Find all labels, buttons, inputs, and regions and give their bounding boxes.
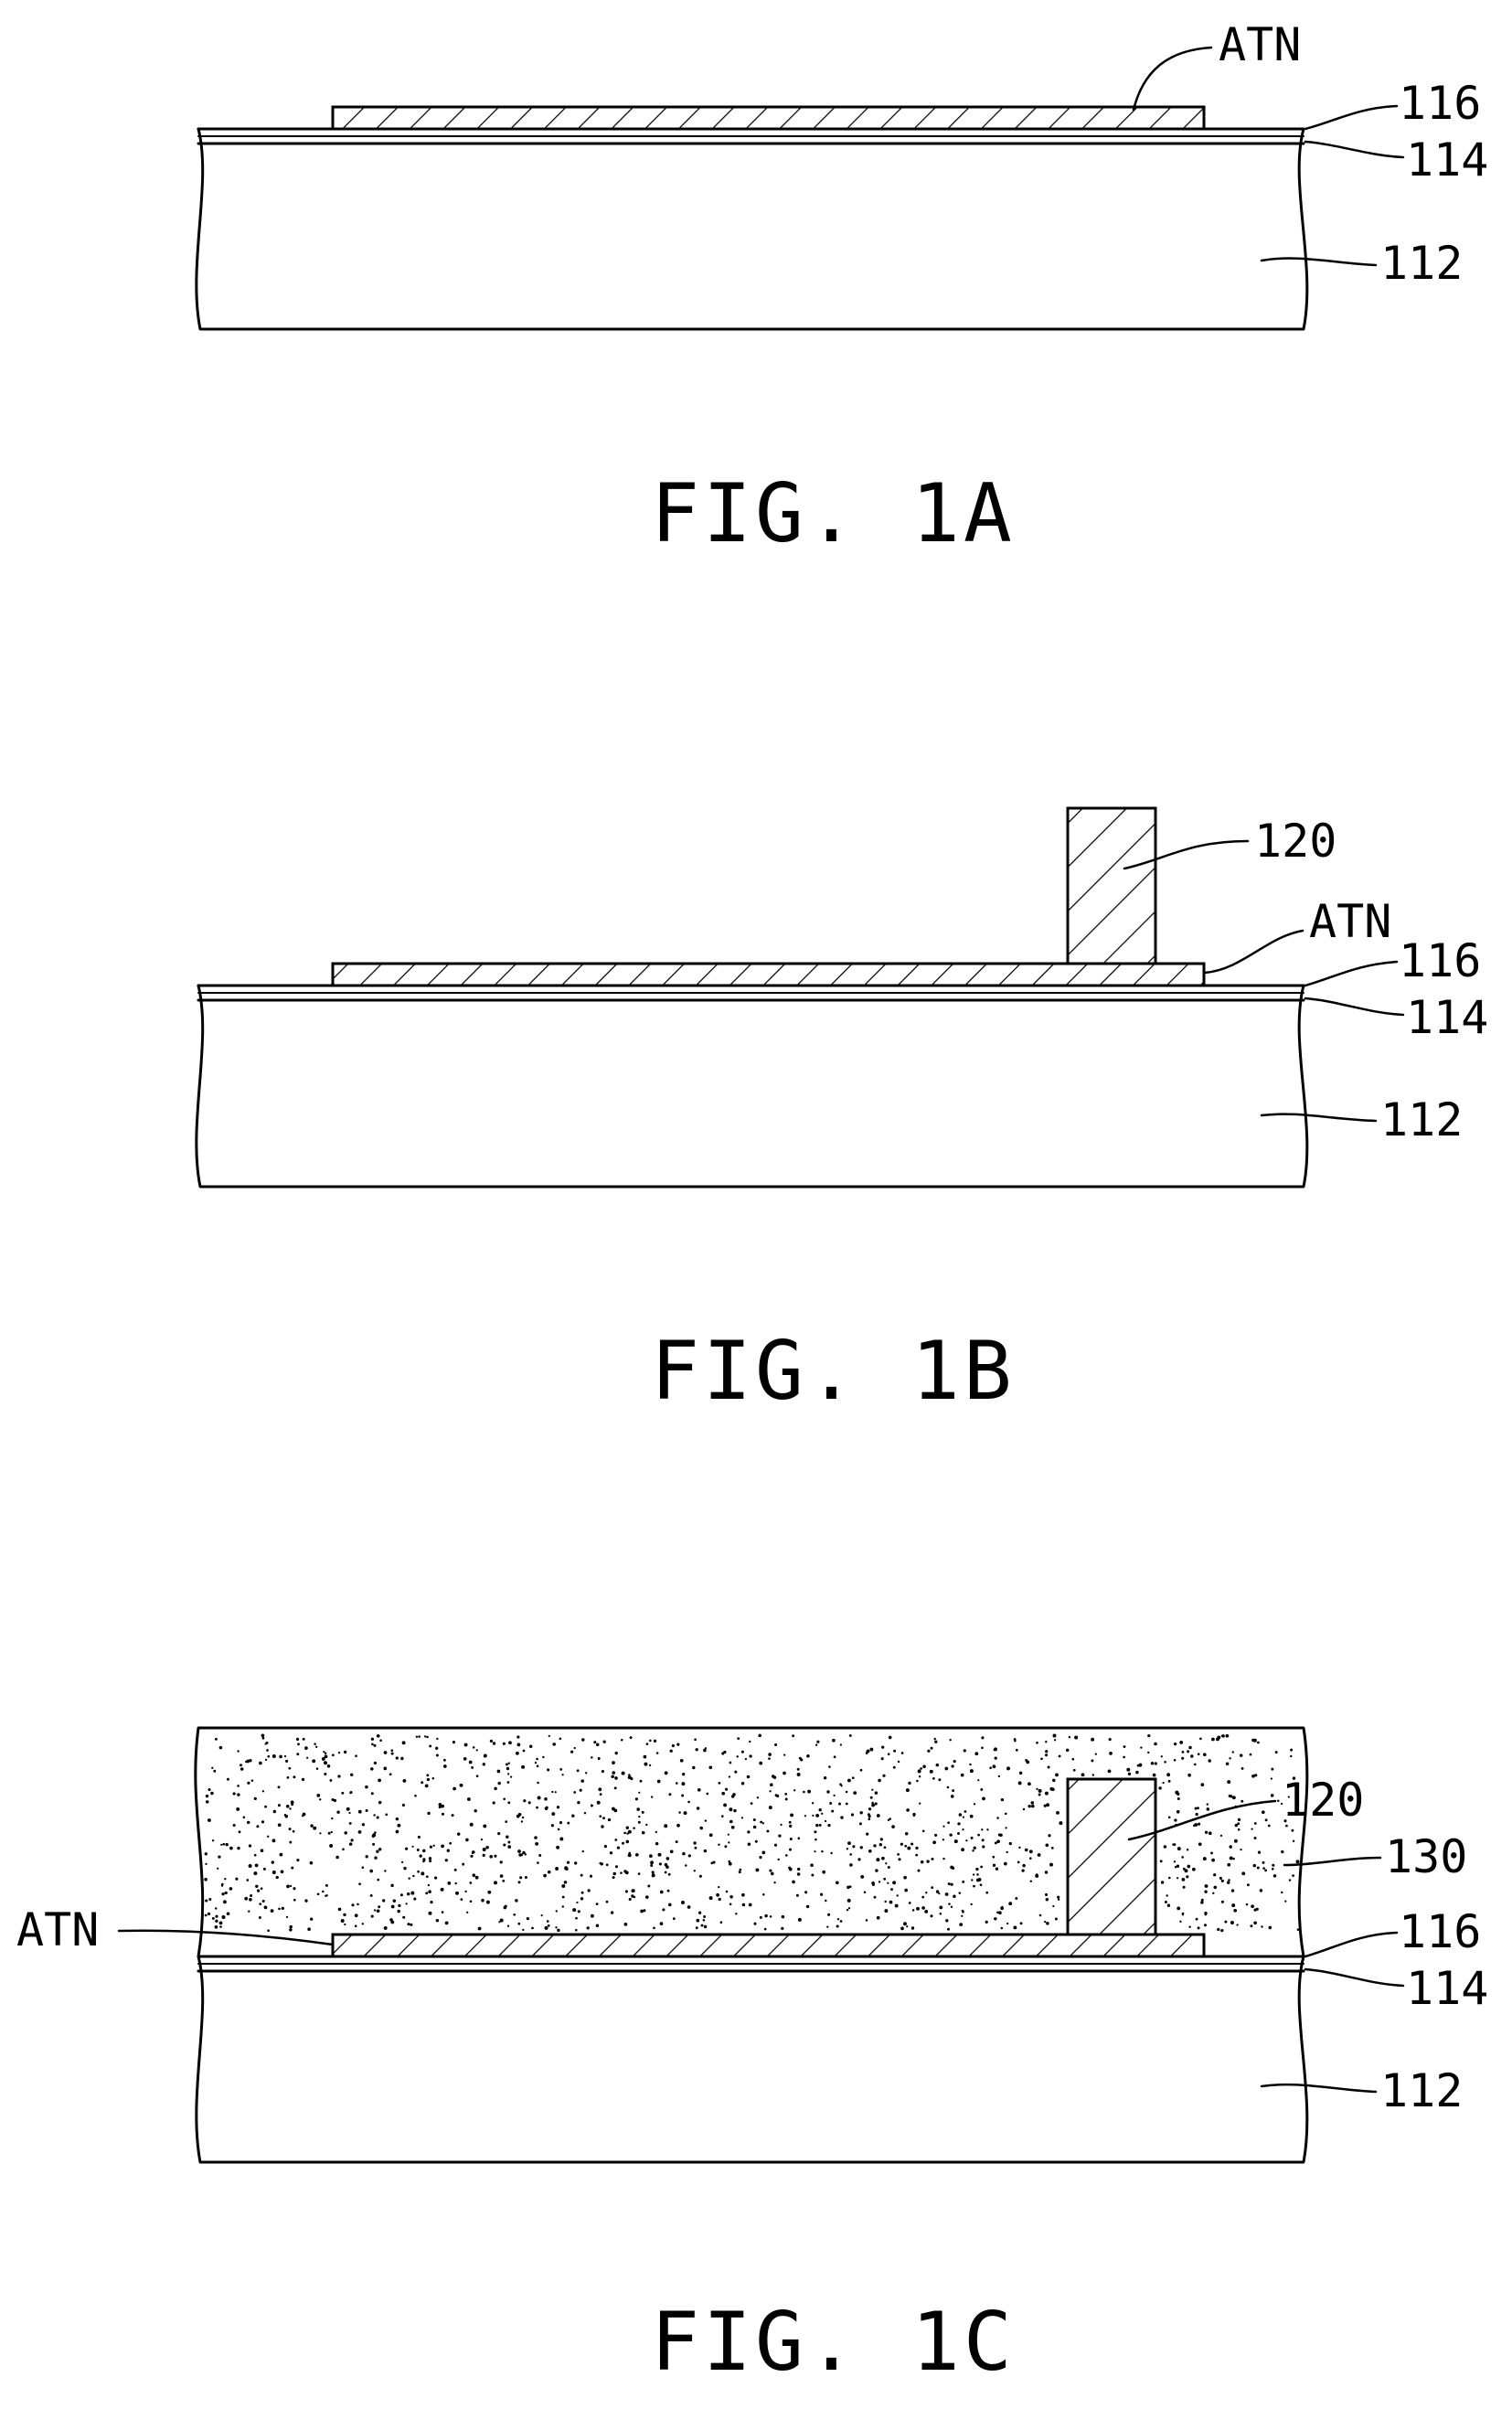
leader-112: [1262, 2084, 1376, 2092]
substrate-112: [197, 1956, 1307, 2162]
figure-1b: 120 ATN 116 114 112 FIG. 1B: [197, 808, 1488, 1418]
figure-caption-1c: FIG. 1C: [651, 2295, 1016, 2389]
label-112: 112: [1380, 2064, 1463, 2117]
label-atn: ATN: [1309, 895, 1391, 948]
label-atn: ATN: [16, 1903, 99, 1956]
label-116: 116: [1399, 1905, 1481, 1958]
layer-114-116: [198, 986, 1304, 1000]
atn-layer: [333, 1935, 1204, 1956]
leader-116: [1305, 1933, 1397, 1956]
label-116: 116: [1399, 934, 1481, 987]
leader-atn: [1205, 931, 1303, 973]
label-114: 114: [1406, 1962, 1488, 2015]
leader-116: [1305, 106, 1397, 129]
atn-layer: [333, 107, 1204, 129]
leader-114: [1305, 142, 1403, 157]
substrate-112: [197, 986, 1307, 1187]
label-114: 114: [1406, 133, 1488, 187]
figure-caption-1a: FIG. 1A: [651, 466, 1016, 560]
pillar-120: [1068, 808, 1155, 964]
leader-116: [1305, 962, 1397, 986]
leader-atn: [119, 1931, 333, 1945]
figure-1c: ATN 120 130 116 114 112 FIG. 1C: [16, 1728, 1488, 2389]
leader-atn: [1134, 48, 1211, 110]
label-120: 120: [1254, 815, 1336, 868]
leader-112: [1262, 1114, 1376, 1121]
label-116: 116: [1399, 77, 1481, 130]
leader-114: [1305, 998, 1403, 1015]
label-120: 120: [1282, 1774, 1364, 1827]
leader-112: [1262, 259, 1376, 265]
layer-114-116: [198, 129, 1304, 144]
figure-1a: ATN 116 114 112 FIG. 1A: [197, 18, 1488, 560]
leader-114: [1305, 1969, 1403, 1986]
label-112: 112: [1380, 1093, 1463, 1146]
label-130: 130: [1385, 1830, 1467, 1883]
label-atn: ATN: [1219, 18, 1301, 71]
figure-caption-1b: FIG. 1B: [651, 1324, 1016, 1418]
atn-layer: [333, 964, 1204, 986]
layer-114-116: [198, 1956, 1304, 1971]
label-114: 114: [1406, 991, 1488, 1044]
substrate-112: [197, 129, 1307, 329]
pillar-120: [1068, 1779, 1155, 1935]
label-112: 112: [1380, 237, 1463, 290]
